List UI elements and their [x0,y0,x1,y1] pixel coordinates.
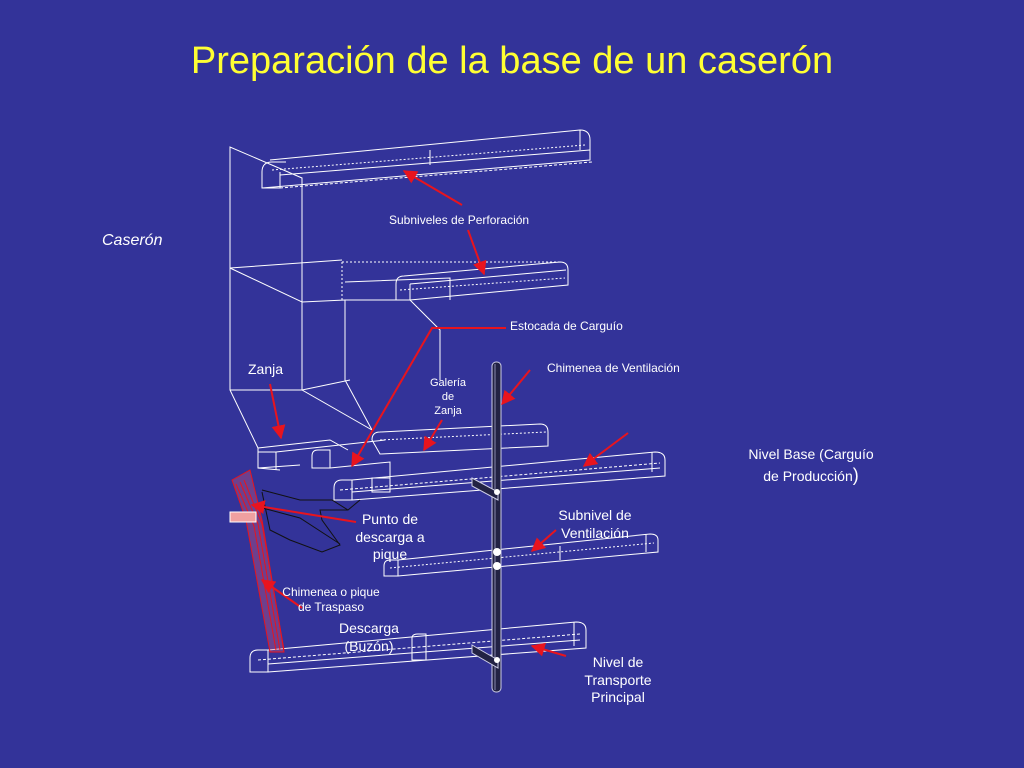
tunnel-galeria-zanja [258,423,549,493]
label-caseron: Caserón [102,232,163,249]
label-nivel-transporte: Nivel de Transporte Principal [584,654,652,705]
label-punto-descarga: Punto de descarga a pique [355,511,425,562]
punto-descarga-outline [254,489,361,553]
label-chimenea-ventilacion: Chimenea de Ventilación [547,361,680,375]
slide-title: Preparación de la base de un caserón [190,40,834,82]
tunnel-subnivel-ventilacion [383,533,659,577]
caseron-structure [229,146,373,471]
tunnel-nivel-transporte [249,621,587,673]
label-galeria-zanja: Galería de Zanja [429,377,467,417]
tunnel-perforacion-inferior [341,261,569,380]
label-descarga: Descarga (Buzón) [339,620,399,654]
label-nivel-base: Nivel Base (Carguío de Producción) [748,446,874,485]
label-chimenea-pique: Chimenea o pique de Traspaso [282,585,380,614]
label-subnivel-ventilacion: Subnivel de Ventilación [558,507,632,541]
chimenea-ventilacion-shaft [471,361,502,693]
tunnel-perforacion-superior [261,129,593,189]
chimenea-pique-traspaso [229,469,285,653]
annotation-arrows [250,170,629,657]
label-estocada-carguio: Estocada de Carguío [510,319,623,333]
label-zanja: Zanja [248,361,284,377]
label-subniveles-perforacion: Subniveles de Perforación [389,213,530,227]
